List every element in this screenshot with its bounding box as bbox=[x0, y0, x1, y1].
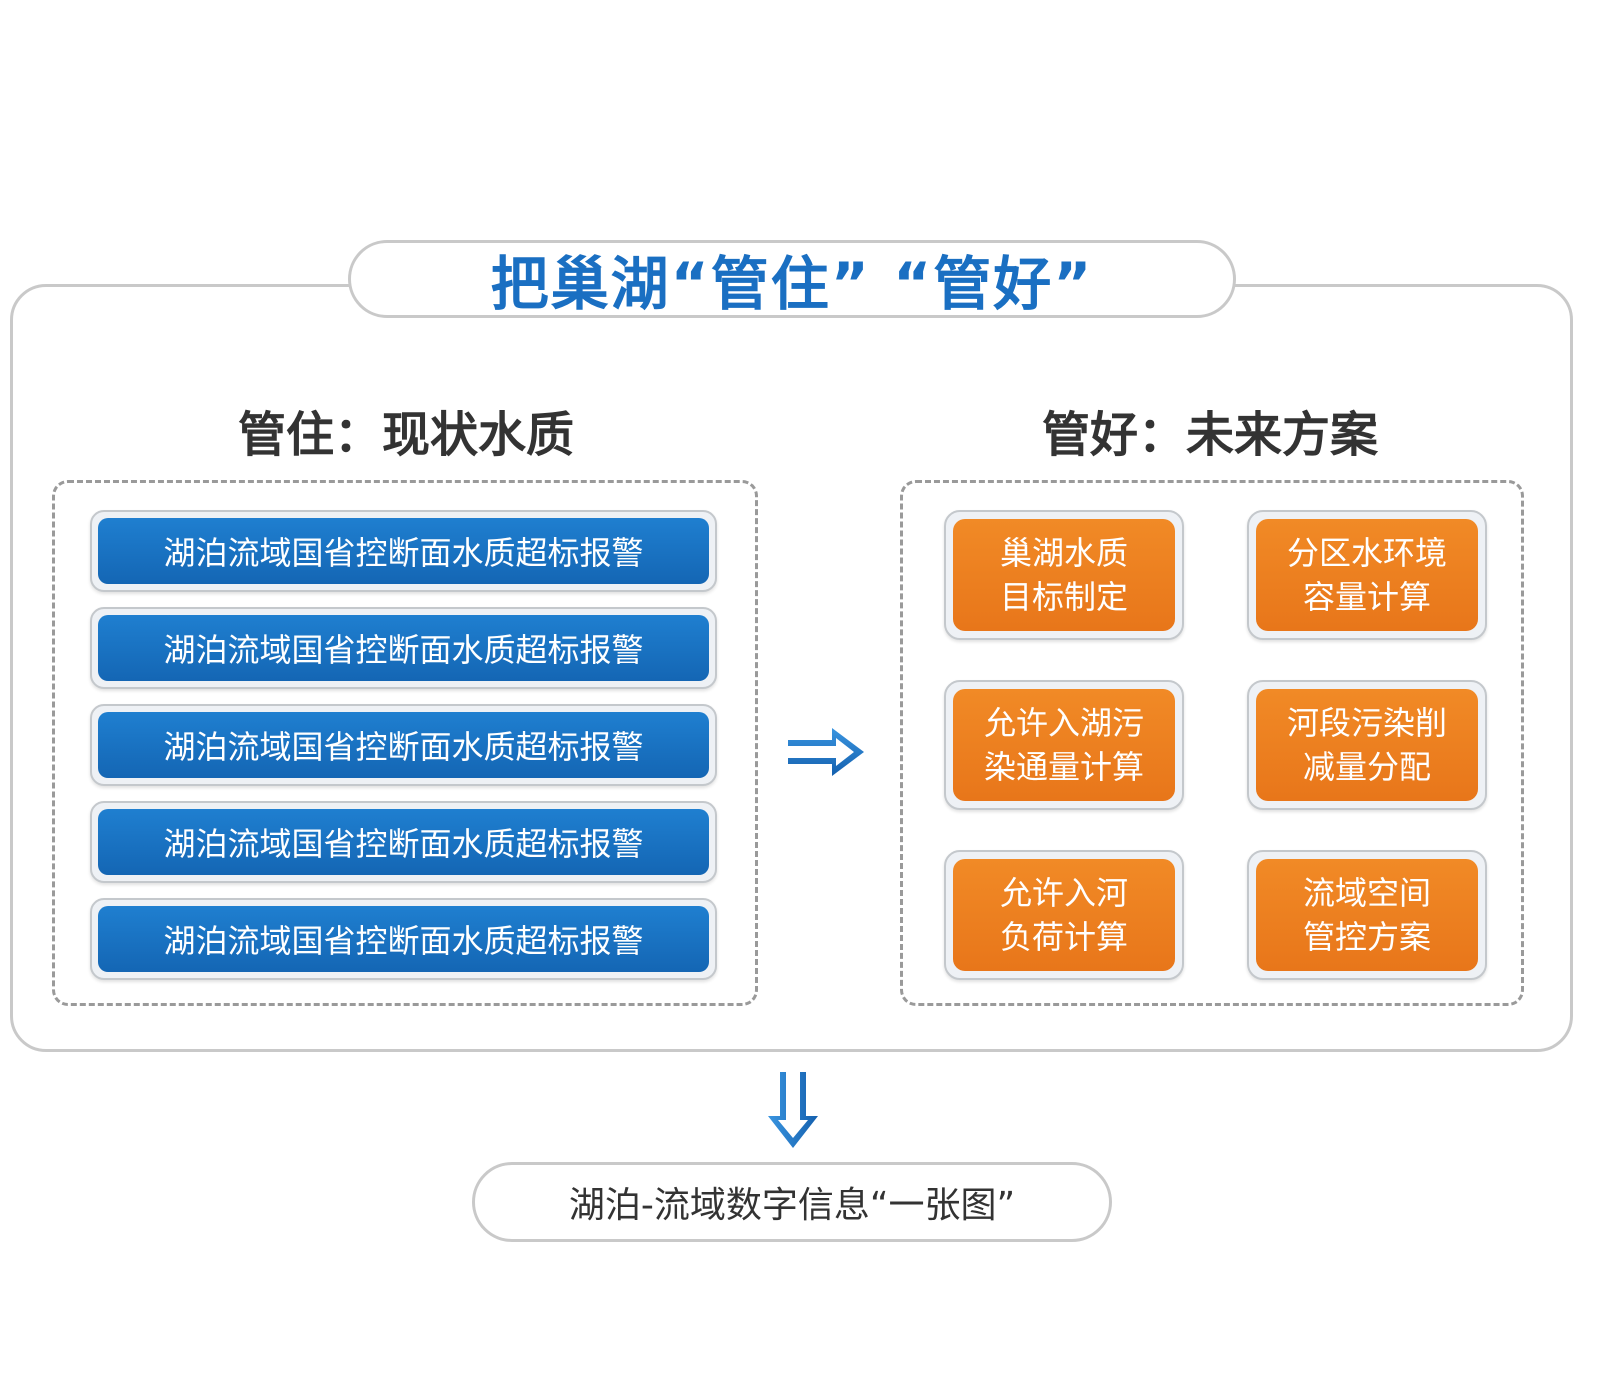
plan-box-line: 巢湖水质 bbox=[999, 534, 1128, 572]
plan-box-label: 河段污染削 减量分配 bbox=[1256, 689, 1478, 801]
plan-box-label: 分区水环境 容量计算 bbox=[1256, 519, 1478, 631]
right-dashed-panel bbox=[900, 480, 1524, 1006]
left-section-heading: 管住：现状水质 bbox=[237, 407, 574, 463]
plan-box: 流域空间 管控方案 bbox=[1247, 850, 1487, 980]
plan-box: 分区水环境 容量计算 bbox=[1247, 510, 1487, 640]
alarm-bar-label: 湖泊流域国省控断面水质超标报警 bbox=[98, 615, 709, 681]
diagram-title: 把巢湖“管住” “管好” bbox=[490, 250, 1094, 318]
alarm-list: 湖泊流域国省控断面水质超标报警 湖泊流域国省控断面水质超标报警 湖泊流域国省控断… bbox=[90, 510, 717, 980]
plan-box-line: 负荷计算 bbox=[999, 918, 1128, 956]
plan-box-line: 分区水环境 bbox=[1286, 534, 1447, 572]
arrow-down-icon bbox=[768, 1072, 818, 1148]
plan-box-label: 巢湖水质 目标制定 bbox=[953, 519, 1175, 631]
plan-box-line: 允许入河 bbox=[999, 874, 1128, 912]
plan-box-line: 染通量计算 bbox=[983, 748, 1144, 786]
plan-box: 允许入河 负荷计算 bbox=[944, 850, 1184, 980]
plan-box-line: 减量分配 bbox=[1302, 748, 1431, 786]
alarm-bar-label: 湖泊流域国省控断面水质超标报警 bbox=[98, 906, 709, 972]
plan-box-line: 管控方案 bbox=[1302, 918, 1431, 956]
alarm-bar-label: 湖泊流域国省控断面水质超标报警 bbox=[98, 518, 709, 584]
right-section-heading: 管好：未来方案 bbox=[1041, 407, 1378, 463]
plan-box: 允许入湖污 染通量计算 bbox=[944, 680, 1184, 810]
plan-box-label: 允许入河 负荷计算 bbox=[953, 859, 1175, 971]
plan-box-label: 流域空间 管控方案 bbox=[1256, 859, 1478, 971]
title-pill: 把巢湖“管住” “管好” bbox=[348, 240, 1236, 318]
alarm-bar: 湖泊流域国省控断面水质超标报警 bbox=[90, 898, 717, 980]
alarm-bar-label: 湖泊流域国省控断面水质超标报警 bbox=[98, 712, 709, 778]
alarm-bar: 湖泊流域国省控断面水质超标报警 bbox=[90, 801, 717, 883]
bottom-label: 湖泊-流域数字信息“一张图” bbox=[568, 1185, 1016, 1226]
plan-box: 巢湖水质 目标制定 bbox=[944, 510, 1184, 640]
bottom-pill: 湖泊-流域数字信息“一张图” bbox=[472, 1162, 1112, 1242]
alarm-bar: 湖泊流域国省控断面水质超标报警 bbox=[90, 607, 717, 689]
plan-box-line: 目标制定 bbox=[999, 578, 1128, 616]
plan-box-label: 允许入湖污 染通量计算 bbox=[953, 689, 1175, 801]
alarm-bar: 湖泊流域国省控断面水质超标报警 bbox=[90, 704, 717, 786]
plan-box-line: 允许入湖污 bbox=[983, 704, 1144, 742]
plan-box-line: 河段污染削 bbox=[1286, 704, 1447, 742]
left-dashed-panel bbox=[52, 480, 758, 1006]
alarm-bar-label: 湖泊流域国省控断面水质超标报警 bbox=[98, 809, 709, 875]
plan-box: 河段污染削 减量分配 bbox=[1247, 680, 1487, 810]
plan-grid: 巢湖水质 目标制定 分区水环境 容量计算 允许入湖污 染通量计算 河段污染削 减… bbox=[944, 510, 1487, 980]
alarm-bar: 湖泊流域国省控断面水质超标报警 bbox=[90, 510, 717, 592]
plan-box-line: 流域空间 bbox=[1302, 874, 1431, 912]
plan-box-line: 容量计算 bbox=[1302, 578, 1431, 616]
arrow-right-icon bbox=[788, 728, 864, 776]
